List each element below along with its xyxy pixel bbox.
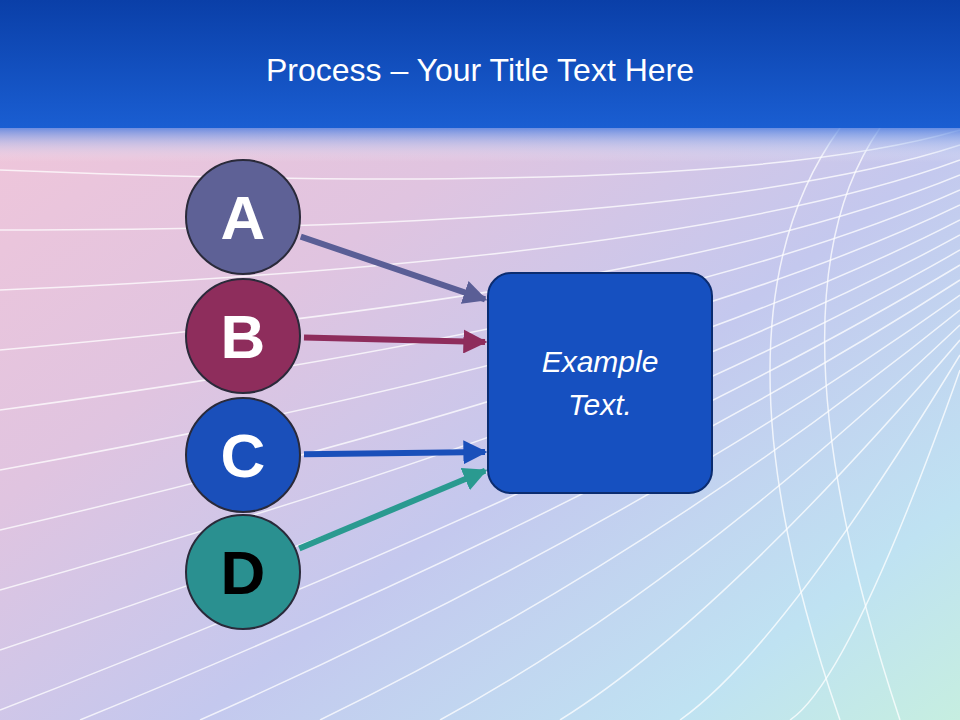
- letter-circle: A: [184, 158, 302, 276]
- flow-arrow: [301, 237, 485, 300]
- circle-letter: A: [184, 158, 302, 276]
- circle-letter: C: [184, 396, 302, 514]
- letter-circle: D: [184, 513, 302, 631]
- letter-circle: B: [184, 277, 302, 395]
- flow-arrow: [304, 337, 485, 341]
- slide-title: Process – Your Title Text Here: [0, 52, 960, 89]
- letter-circle: C: [184, 396, 302, 514]
- circle-letter: B: [184, 277, 302, 395]
- flow-arrow: [299, 471, 485, 549]
- process-box: Example Text.: [487, 272, 713, 494]
- flow-arrow: [304, 452, 485, 454]
- circle-letter: D: [184, 513, 302, 631]
- box-text: Example Text.: [525, 340, 675, 427]
